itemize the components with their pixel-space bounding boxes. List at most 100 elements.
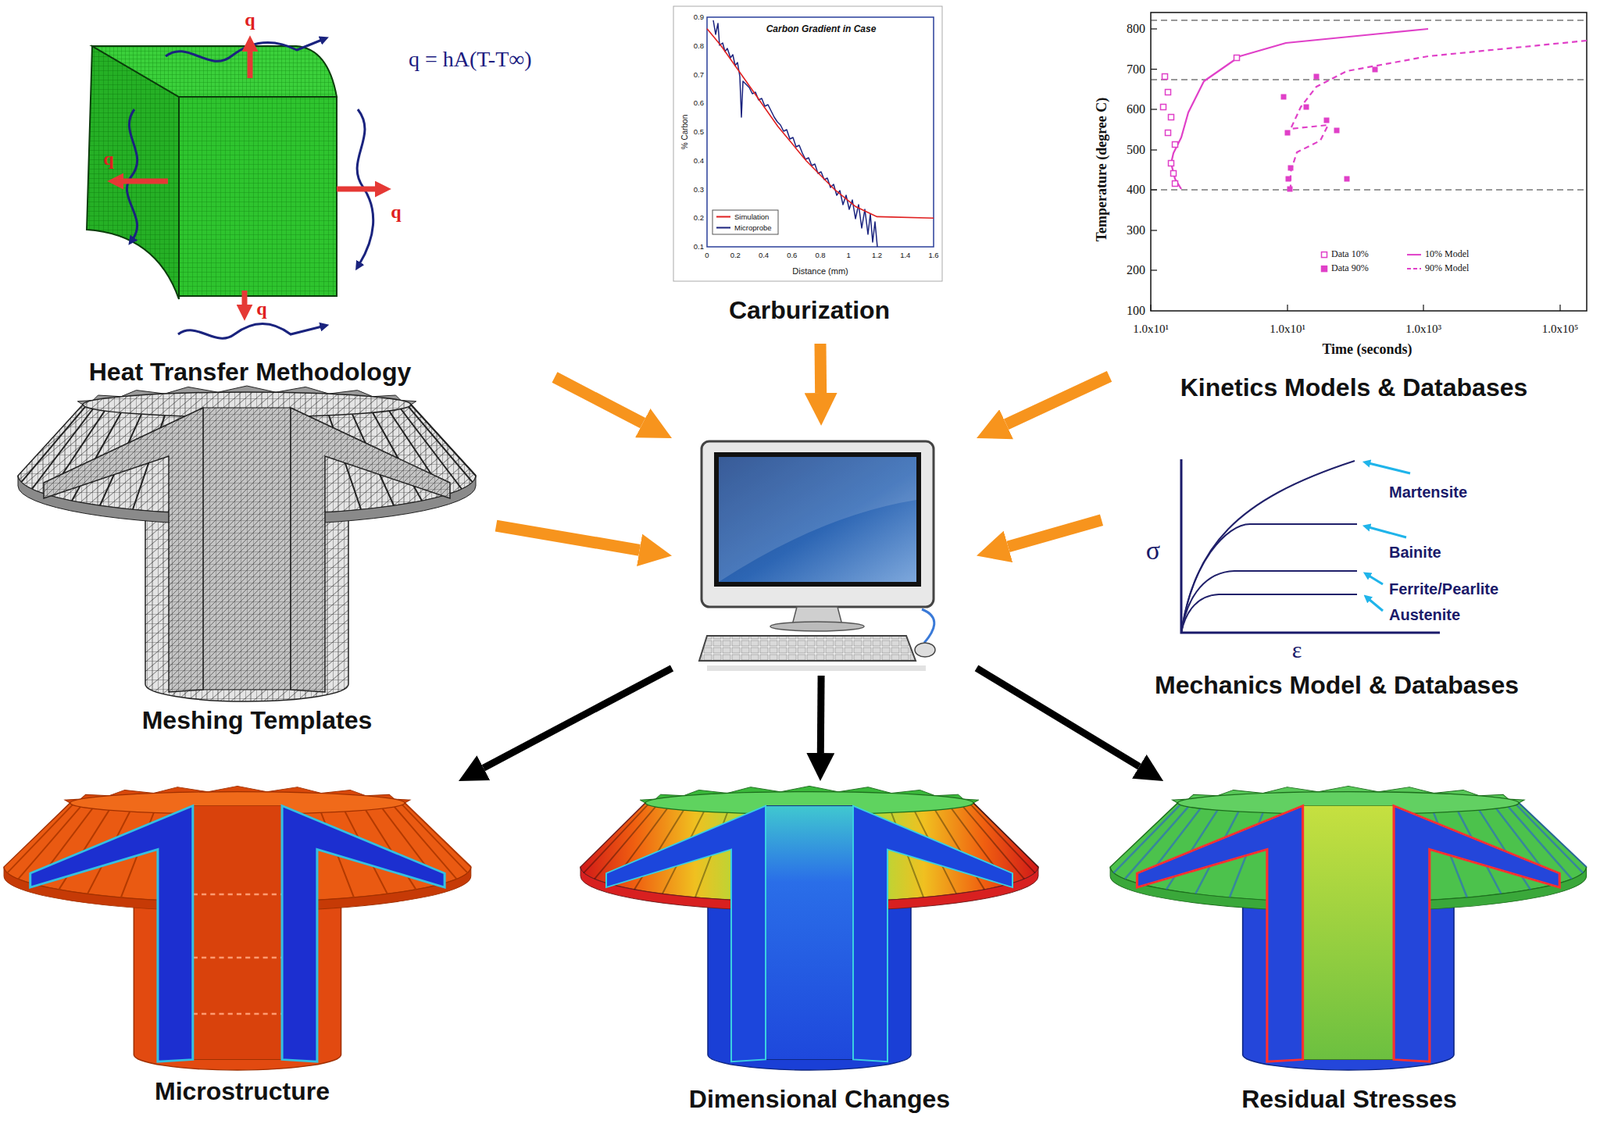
flux-label: q — [244, 9, 255, 32]
kinetics-chart — [1314, 74, 1320, 80]
tick-label: 1.0x10⁵ — [1542, 322, 1579, 336]
legend-text: Data 90% — [1331, 263, 1369, 275]
legend-entry: 10% Model — [1406, 249, 1469, 261]
kinetics-chart — [1234, 55, 1240, 61]
flux-arrow — [247, 48, 254, 79]
axis-title: Temperature (degree C) — [1093, 97, 1111, 243]
heat-wave — [126, 109, 137, 240]
legend-line — [716, 227, 731, 229]
flux-arrow — [120, 48, 379, 308]
flow-arrow — [976, 667, 1140, 767]
kinetics-chart — [1422, 304, 1424, 311]
flow-arrow — [554, 377, 643, 424]
tick-label: 200 — [1126, 263, 1146, 278]
computer-icon — [718, 457, 917, 583]
legend-text: 10% Model — [1425, 249, 1469, 261]
kinetics-chart — [1150, 229, 1158, 231]
carbon-chart — [707, 28, 934, 219]
kinetics-chart — [1150, 149, 1158, 150]
phase-label: Ferrite/Pearlite — [1389, 580, 1499, 599]
kinetics-chart — [1281, 67, 1379, 193]
flux-arrow — [242, 290, 248, 308]
kinetics-chart — [1290, 40, 1587, 190]
microstructure-gear — [192, 894, 283, 1015]
stress-strain-chart — [1368, 463, 1411, 474]
legend-marker — [1321, 265, 1328, 272]
heat-wave — [126, 39, 373, 339]
legend-marker — [1320, 250, 1329, 259]
tick-label: 1 — [846, 251, 851, 261]
kinetics-chart — [1150, 12, 1587, 311]
microstructure-gear — [3, 785, 472, 1071]
node-caption: Carburization — [728, 295, 890, 325]
tick-label: 0.8 — [693, 41, 704, 50]
legend-line — [715, 225, 732, 232]
panel-carburization: Carburization — [664, 7, 977, 344]
flow-arrow — [814, 343, 828, 393]
flux-arrow — [336, 186, 379, 193]
legend-text: Simulation — [734, 213, 769, 222]
tick-label: 0.1 — [693, 242, 704, 252]
residual-gear — [1136, 806, 1303, 1063]
kinetics-chart — [1150, 28, 1561, 311]
legend-line — [1407, 267, 1422, 270]
carbon-chart — [713, 20, 878, 247]
legend-text: 90% Model — [1425, 263, 1469, 275]
kinetics-chart — [1165, 89, 1172, 96]
node-caption: Kinetics Models & Databases — [1180, 372, 1529, 403]
legend-line — [715, 214, 732, 221]
axis-symbol: σ — [1146, 535, 1161, 566]
legend-entry: Data 90% — [1320, 263, 1369, 275]
legend-line — [1407, 253, 1422, 256]
chart-title: Carbon Gradient in Case — [766, 24, 877, 36]
stress-strain-chart — [1368, 527, 1407, 538]
heat-block — [178, 96, 337, 297]
residual-gear — [1393, 806, 1560, 1063]
kinetics-chart — [1150, 28, 1158, 29]
kinetics-chart — [1168, 160, 1175, 167]
axis-title: Time (seconds) — [1321, 341, 1412, 358]
kinetics-chart — [1344, 176, 1350, 183]
tick-label: 0.7 — [693, 70, 704, 79]
kinetics-chart — [1150, 304, 1151, 311]
node-caption: Residual Stresses — [1241, 1084, 1458, 1115]
kinetics-chart — [1160, 55, 1240, 187]
tick-label: 0.5 — [693, 128, 704, 137]
axis-symbol: ε — [1292, 636, 1303, 665]
kinetics-chart — [1372, 67, 1379, 73]
panel-meshing: Meshing Templates — [15, 406, 497, 743]
heat-wave — [178, 324, 322, 340]
legend-line — [716, 216, 731, 218]
tick-label: 0.3 — [693, 185, 704, 194]
tick-label: 1.2 — [871, 251, 883, 261]
panel-mechanics: Mechanics Model & Databases — [1101, 421, 1594, 711]
legend-entry: Data 10% — [1320, 249, 1369, 261]
formula: q = hA(T-T∞) — [408, 46, 533, 72]
legend-marker — [1320, 264, 1329, 273]
flow-arrow — [1007, 520, 1102, 547]
tick-label: 400 — [1126, 182, 1146, 197]
tick-label: 0.2 — [730, 251, 741, 261]
stress-strain-chart — [1181, 460, 1355, 633]
flow-arrow — [1006, 376, 1110, 425]
tick-label: 0.6 — [693, 99, 704, 108]
stress-strain-chart — [1181, 594, 1358, 633]
tick-label: 600 — [1126, 102, 1146, 117]
node-caption: Dimensional Changes — [689, 1084, 950, 1115]
tick-label: 1.0x10¹ — [1132, 322, 1169, 336]
connectors — [483, 343, 1140, 768]
kinetics-chart — [1150, 78, 1587, 80]
legend-text: Data 10% — [1331, 249, 1369, 261]
tick-label: 0.8 — [814, 251, 825, 261]
kinetics-chart — [1168, 114, 1175, 121]
kinetics-chart — [1150, 68, 1158, 70]
panel-microstructure: Microstructure — [3, 781, 473, 1125]
tick-label: 700 — [1126, 61, 1146, 76]
heat-wave — [165, 39, 322, 61]
computer-node — [671, 425, 977, 676]
mesh-gear — [17, 385, 476, 702]
axis-title: Distance (mm) — [792, 266, 849, 277]
computer-icon — [699, 635, 916, 661]
axis-title: % Carbon — [680, 114, 690, 150]
